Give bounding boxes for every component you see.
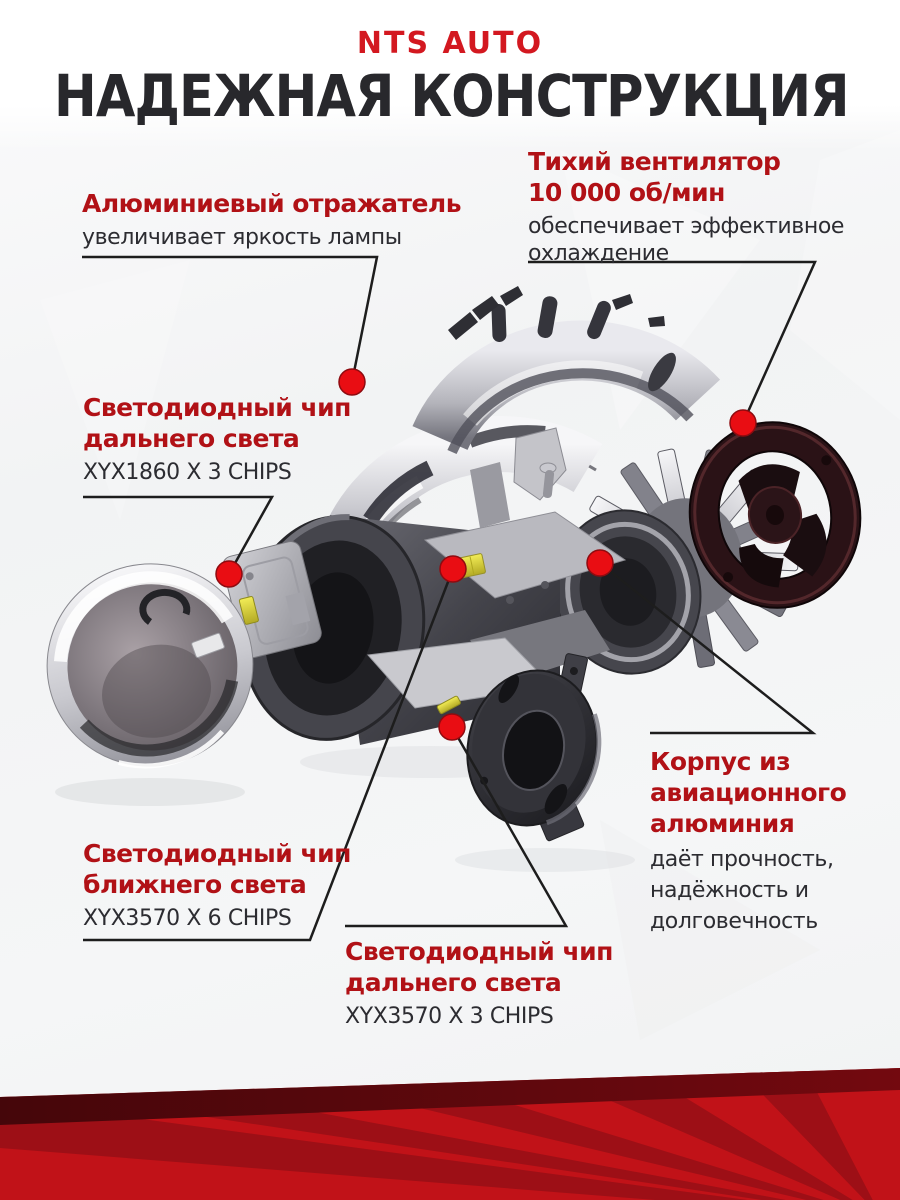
leader-lines [82,255,817,942]
leader-reflector [82,255,379,383]
callout-aluminum-housing: Корпус из авиационного алюминия даёт про… [650,746,847,937]
callout-heading-line: Корпус из [650,747,791,776]
dot-fan [729,409,757,437]
callout-body-line: долговечность [650,909,818,934]
projector-lens [46,563,254,769]
callout-heading-line: алюминия [650,809,795,838]
callout-heading-line: ближнего света [83,870,307,899]
callout-body-line: даёт прочность, [650,847,834,872]
callout-heading-line: авиационного [650,778,847,807]
callout-body-line: обеспечивает эффективное [528,214,845,239]
dot-chip-1860 [215,560,243,588]
callout-dots [215,368,757,741]
dot-reflector [338,368,366,396]
callout-body-line: охлаждение [528,241,669,266]
callout-heading-line: Светодиодный чип [83,393,351,422]
lens-clip [139,588,191,625]
callout-body-line: XYX3570 X 6 CHIPS [83,906,292,931]
callout-quiet-fan: Тихий вентилятор 10 000 об/мин обеспечив… [528,146,844,267]
chrome-shell-top [412,286,721,455]
leader-chip-1860 [83,495,275,575]
callout-body-line: надёжность и [650,878,809,903]
page-title: НАДЕЖНАЯ КОНСТРУКЦИЯ [54,62,850,130]
callout-body-line: XYX3570 X 3 CHIPS [345,1004,554,1029]
callout-heading-line: Светодиодный чип [345,937,613,966]
high-beam-led-plate [222,541,322,659]
bottom-red-band [0,1068,900,1200]
callout-high-beam-chip-bottom: Светодиодный чип дальнего света XYX3570 … [345,936,613,1030]
top-white-band [0,0,900,150]
callout-low-beam-chip: Светодиодный чип ближнего света XYX3570 … [83,838,351,932]
cooling-fan [688,421,862,609]
callout-high-beam-chip-left: Светодиодный чип дальнего света XYX1860 … [83,392,351,486]
dot-housing [586,549,614,577]
dot-chip-3570x6 [439,555,467,583]
dot-chip-3570x3 [438,713,466,741]
low-beam-led-chip [436,695,461,715]
brand-logo: NTS AUTO [356,26,544,61]
callout-aluminum-reflector: Алюминиевый отражатель увеличивает яркос… [82,188,462,251]
callout-heading-line: Алюминиевый отражатель [82,189,462,218]
callout-heading-line: Светодиодный чип [83,839,351,868]
leader-chip-3570x3 [345,726,569,928]
callout-heading-line: 10 000 об/мин [528,178,725,207]
callout-heading-line: Тихий вентилятор [528,147,781,176]
leader-chip-3570x6 [83,568,455,942]
callout-body-line: увеличивает яркость лампы [82,225,402,250]
leader-housing [599,562,817,735]
callout-heading-line: дальнего света [345,968,562,997]
mount-adapter-plate [466,653,602,842]
callout-body-line: XYX1860 X 3 CHIPS [83,460,292,485]
leader-fan [528,260,817,424]
callout-heading-line: дальнего света [83,424,300,453]
